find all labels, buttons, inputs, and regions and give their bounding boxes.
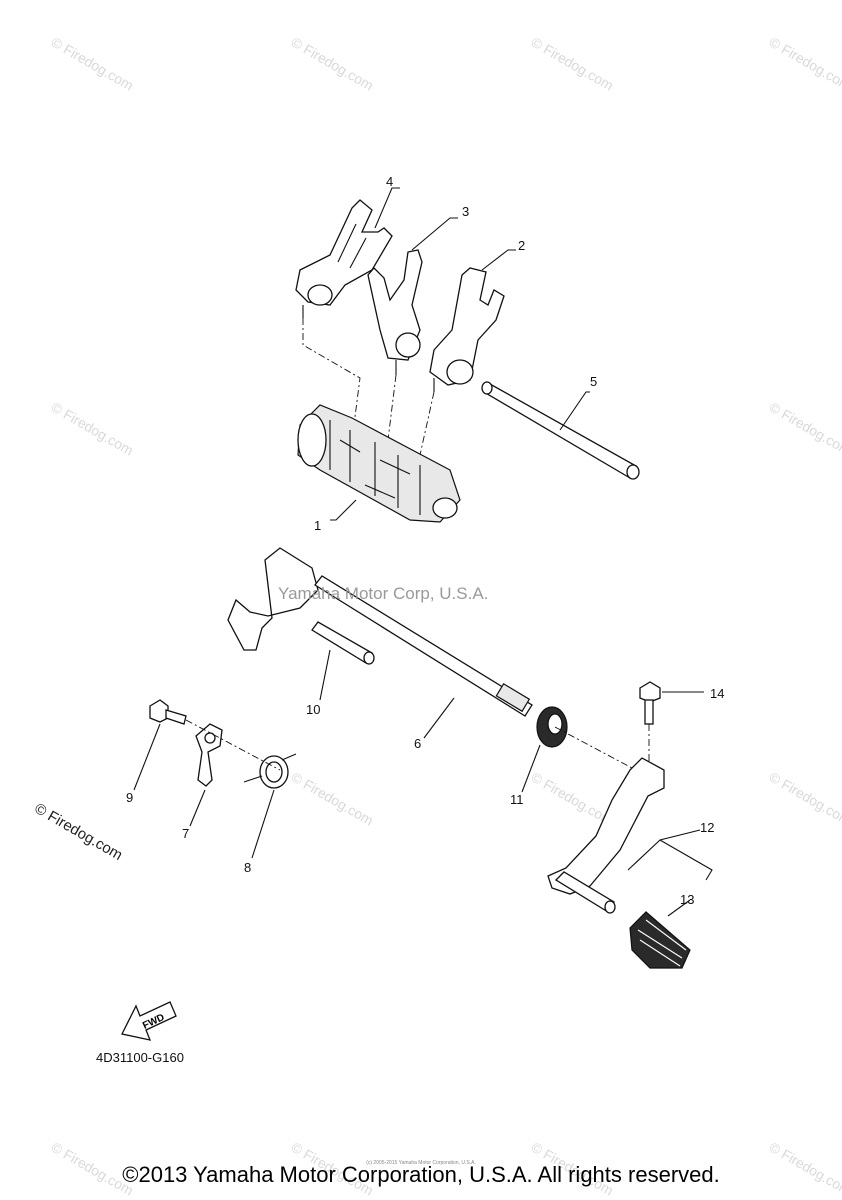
fork-guide-bar-5 <box>481 381 640 480</box>
callout-11: 11 <box>510 792 524 807</box>
shift-drum-1 <box>297 404 461 523</box>
watermark: © Firedog.com <box>289 769 377 829</box>
callout-4: 4 <box>386 174 393 189</box>
shift-fork-4 <box>295 199 393 318</box>
watermark: © Firedog.com <box>289 34 377 94</box>
diagram-code: 4D31100-G160 <box>96 1050 184 1065</box>
watermark: © Firedog.com <box>767 399 842 459</box>
shift-pedal-12 <box>547 757 665 914</box>
watermark: © Firedog.com <box>529 34 617 94</box>
assembly-line <box>387 374 397 441</box>
assembly-line <box>185 719 281 771</box>
callout-1: 1 <box>314 518 321 533</box>
shift-shaft-6 <box>227 547 533 717</box>
shift-fork-2 <box>429 267 505 392</box>
bolt-9 <box>149 699 187 725</box>
copyright-notice: ©2013 Yamaha Motor Corporation, U.S.A. A… <box>122 1162 720 1187</box>
torsion-spring-8 <box>243 753 297 789</box>
callout-5: 5 <box>590 374 597 389</box>
watermark-grid: © Firedog.com © Firedog.com © Firedog.co… <box>49 34 842 1199</box>
callout-8: 8 <box>244 860 251 875</box>
callout-3: 3 <box>462 204 469 219</box>
callout-12: 12 <box>700 820 714 835</box>
tiny-copyright: (c) 2005-2015 Yamaha Motor Corporation, … <box>366 1160 476 1166</box>
shift-fork-3 <box>367 249 423 375</box>
callout-6: 6 <box>414 736 421 751</box>
watermark: © Firedog.com <box>49 399 137 459</box>
watermark: © Firedog.com <box>49 34 137 94</box>
assembly-line <box>302 318 361 441</box>
oil-seal-11 <box>536 706 568 748</box>
center-watermark: Yamaha Motor Corp, U.S.A. <box>278 584 489 603</box>
stopper-lever-7 <box>195 723 223 787</box>
callout-9: 9 <box>126 790 133 805</box>
callout-7: 7 <box>182 826 189 841</box>
callout-10: 10 <box>306 702 320 717</box>
leader-lines <box>133 187 713 917</box>
pin-10 <box>311 621 375 665</box>
watermark: © Firedog.com <box>767 769 842 829</box>
assembly-line <box>419 391 435 456</box>
callout-13: 13 <box>680 892 694 907</box>
callout-14: 14 <box>710 686 724 701</box>
watermark: © Firedog.com <box>767 34 842 94</box>
fwd-arrow-icon: FWD <box>121 1001 177 1041</box>
callout-2: 2 <box>518 238 525 253</box>
callout-labels: 1 2 3 4 5 6 7 8 9 10 11 12 13 14 <box>126 174 724 907</box>
pedal-rubber-13 <box>629 911 691 969</box>
bolt-14 <box>639 681 661 725</box>
